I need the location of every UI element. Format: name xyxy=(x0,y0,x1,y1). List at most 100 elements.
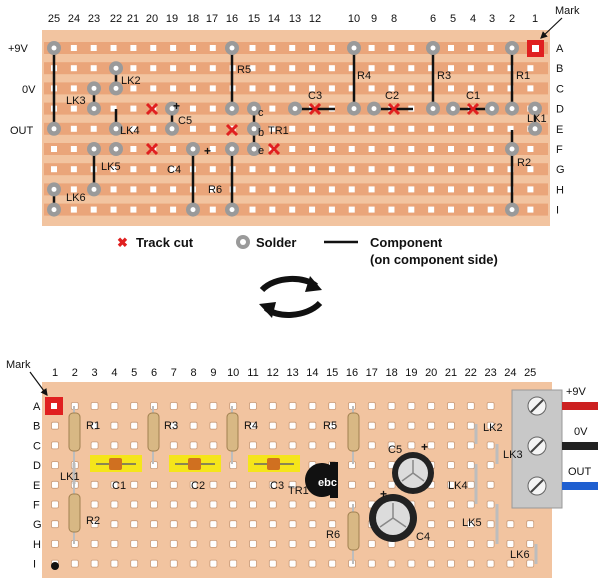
track-cut xyxy=(466,102,480,116)
hole xyxy=(209,146,216,152)
hole xyxy=(448,125,454,132)
hole xyxy=(447,480,455,489)
hole xyxy=(408,206,415,213)
c1-body xyxy=(109,458,122,470)
hole xyxy=(268,559,277,568)
solder-hole xyxy=(91,186,97,192)
bottom-column-number: 14 xyxy=(306,367,318,379)
hole xyxy=(486,461,495,470)
hole xyxy=(368,125,375,132)
top-column-number: 2 xyxy=(509,13,515,25)
hole xyxy=(269,125,276,132)
hole xyxy=(150,186,157,193)
top-track xyxy=(44,163,548,176)
hole xyxy=(288,520,297,529)
solder-hole xyxy=(450,106,456,112)
solder-hole xyxy=(229,45,235,51)
bottom-column-number: 11 xyxy=(247,367,258,379)
hole xyxy=(288,559,297,568)
c4-plus: + xyxy=(380,487,387,501)
top-row-letter: G xyxy=(556,164,565,176)
solder-hole xyxy=(229,106,235,112)
hole xyxy=(268,520,277,529)
hole xyxy=(110,540,119,548)
hole xyxy=(467,65,474,72)
hole xyxy=(487,125,494,132)
top-row-letter: C xyxy=(556,83,564,95)
bottom-component-labels: R1 R3 R4 R5 C1 C2 C3 TR1 C5 C4 LK1 R2 R6… xyxy=(60,420,530,561)
hole xyxy=(90,520,99,529)
top-label-c1: C1 xyxy=(466,90,480,102)
bottom-label-lk6: LK6 xyxy=(510,549,530,561)
top-copper-tracks xyxy=(44,42,548,216)
solder-hole xyxy=(229,207,235,213)
hole xyxy=(130,146,137,152)
hole xyxy=(150,480,158,489)
hole xyxy=(407,402,416,410)
bottom-label-c2: C2 xyxy=(191,480,205,492)
hole xyxy=(328,85,335,92)
top-column-number: 19 xyxy=(166,13,178,25)
hole xyxy=(170,65,177,72)
solder-hole xyxy=(190,146,196,152)
hole xyxy=(249,402,257,410)
top-label-c5: C5 xyxy=(178,115,192,127)
r5-body xyxy=(347,412,360,452)
hole xyxy=(328,65,335,72)
top-label-lk5: LK5 xyxy=(101,161,121,173)
hole xyxy=(466,421,475,430)
hole xyxy=(150,500,158,509)
bottom-column-number: 4 xyxy=(111,367,117,379)
bottom-column-number: 2 xyxy=(72,367,78,379)
hole xyxy=(367,441,376,450)
hole xyxy=(189,559,198,568)
hole xyxy=(209,559,218,568)
hole xyxy=(328,125,335,132)
bottom-row-letter: F xyxy=(33,500,40,512)
hole xyxy=(526,540,535,548)
hole xyxy=(130,166,137,173)
top-track xyxy=(44,203,548,216)
top-label-r6: R6 xyxy=(208,184,222,196)
solder-hole xyxy=(351,106,357,112)
top-column-number: 24 xyxy=(68,13,80,25)
hole xyxy=(189,520,198,529)
solder-hole xyxy=(169,106,175,112)
legend: ✖ Track cut Solder Component (on compone… xyxy=(117,235,498,267)
hole xyxy=(448,65,454,72)
hole xyxy=(51,461,59,470)
hole xyxy=(150,125,157,132)
hole xyxy=(249,500,257,509)
hole xyxy=(467,146,474,152)
hole xyxy=(309,125,316,132)
hole xyxy=(367,540,376,548)
top-label-r5: R5 xyxy=(237,64,251,76)
hole xyxy=(448,45,454,51)
bottom-label-r2: R2 xyxy=(86,515,100,527)
hole xyxy=(527,65,534,72)
terminal-block: +9V 0V OUT xyxy=(511,386,598,509)
hole xyxy=(169,540,178,548)
solder-hole xyxy=(91,85,97,91)
solder-hole xyxy=(51,186,57,192)
hole xyxy=(408,125,415,132)
hole xyxy=(427,520,436,529)
hole xyxy=(51,500,59,509)
hole xyxy=(486,441,495,450)
hole xyxy=(408,146,415,152)
top-row-letter: B xyxy=(556,63,563,75)
bottom-resistors xyxy=(68,406,360,564)
hole xyxy=(130,105,137,112)
hole xyxy=(428,166,435,173)
hole xyxy=(110,500,119,509)
top-track xyxy=(44,42,548,54)
hole xyxy=(209,480,218,489)
top-row-letter: F xyxy=(556,144,563,156)
bottom-electrolytic-caps: + + xyxy=(369,440,434,542)
bottom-column-number: 20 xyxy=(425,367,437,379)
hole xyxy=(368,186,375,193)
hole xyxy=(70,45,77,51)
hole xyxy=(110,402,119,410)
hole xyxy=(130,125,137,132)
